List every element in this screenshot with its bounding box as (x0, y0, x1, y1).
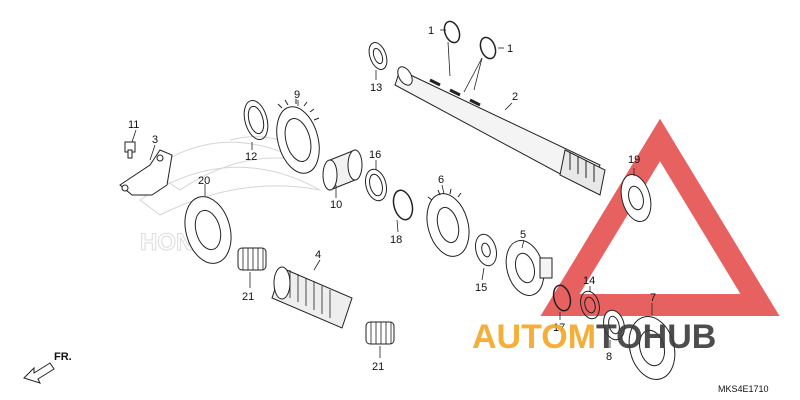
label-part-9: 9 (294, 89, 300, 101)
label-part-12: 12 (245, 151, 257, 163)
leader-lines (131, 29, 653, 358)
label-part-14: 14 (583, 275, 595, 287)
gear-7 (628, 316, 676, 380)
label-part-13: 13 (370, 82, 382, 94)
watermark-triangle (540, 118, 780, 316)
label-part-8: 8 (606, 351, 612, 363)
gear-6 (426, 188, 470, 257)
label-part-20: 20 (198, 175, 210, 187)
label-part-1a: 1 (428, 25, 434, 37)
label-part-1b: 1 (507, 43, 513, 55)
washer-14 (580, 290, 600, 320)
watermark-text-part1: AUTOM (472, 318, 596, 356)
bolt-11 (124, 141, 136, 159)
gear-5 (505, 240, 553, 296)
bushing-10 (322, 149, 363, 191)
label-part-21b: 21 (372, 361, 384, 373)
label-part-21a: 21 (242, 291, 254, 303)
washer-15 (474, 233, 498, 267)
bearing-20 (184, 196, 232, 264)
watermark-text-part2: TO (596, 318, 643, 356)
label-part-2: 2 (512, 91, 518, 103)
watermark-text: AUTOMTOHUB (472, 318, 716, 356)
bracket-3 (119, 149, 173, 196)
washer-16 (364, 168, 388, 202)
label-part-11: 11 (128, 119, 139, 131)
label-part-15: 15 (475, 282, 487, 294)
gear-9 (276, 99, 320, 174)
front-arrow-icon (23, 362, 55, 384)
countershaft-4 (271, 266, 353, 329)
label-part-16: 16 (369, 149, 381, 161)
bushing-8 (603, 309, 625, 341)
front-marker-label: FR. (54, 351, 72, 363)
circlip-1b (479, 36, 497, 60)
label-part-5: 5 (520, 229, 526, 241)
label-part-6: 6 (438, 174, 444, 186)
diagram-code: MKS4E1710 (718, 384, 769, 394)
label-part-10: 10 (330, 199, 342, 211)
label-part-18: 18 (390, 234, 402, 246)
washer-12 (243, 99, 269, 141)
circlip-1a (443, 20, 461, 44)
label-part-7: 7 (650, 292, 656, 304)
label-part-19: 19 (628, 154, 640, 166)
label-part-17: 17 (553, 322, 565, 334)
watermark-text-part3: HUB (643, 318, 717, 356)
circlip-17 (552, 284, 572, 312)
label-part-4: 4 (315, 249, 321, 261)
label-part-3: 3 (152, 134, 158, 146)
watermark-logo: AUTOMTOHUB (472, 318, 716, 356)
mainshaft-2 (394, 66, 606, 196)
circlip-18 (392, 189, 414, 221)
needle-bearing-21a (237, 247, 267, 271)
needle-bearing-21b (365, 321, 395, 345)
bearing-19 (620, 174, 652, 222)
washer-13 (368, 42, 388, 70)
